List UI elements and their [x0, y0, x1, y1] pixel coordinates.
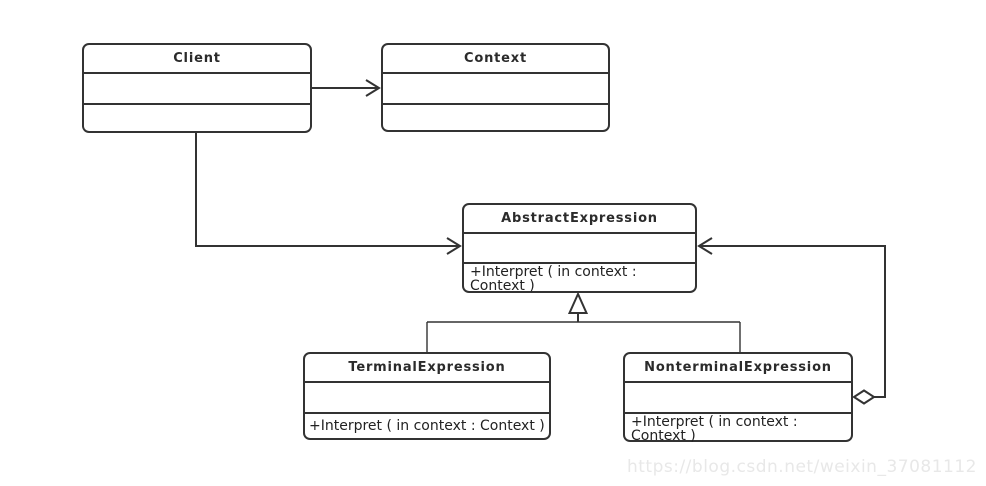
- class-context-name: Context: [464, 51, 527, 66]
- class-nonterminal-expression-methods-compartment: +Interpret ( in context : Context ): [625, 412, 851, 443]
- class-context-methods-compartment: [383, 103, 608, 130]
- hollow-triangle-icon: [567, 291, 589, 314]
- open-arrowhead-icon: [446, 237, 462, 255]
- association-client-to-context: [312, 79, 381, 97]
- association-line: [195, 132, 458, 247]
- hollow-diamond-icon: [852, 389, 876, 405]
- class-terminal-expression: TerminalExpression +Interpret ( in conte…: [303, 352, 551, 440]
- class-nonterminal-expression-name: NonterminalExpression: [644, 360, 832, 375]
- class-terminal-expression-name: TerminalExpression: [348, 360, 506, 375]
- association-client-to-abstractexpression: [195, 132, 462, 255]
- class-client: Client: [82, 43, 312, 133]
- aggregation-line: [701, 245, 886, 398]
- class-nonterminal-expression: NonterminalExpression +Interpret ( in co…: [623, 352, 853, 443]
- class-terminal-expression-methods-compartment: +Interpret ( in context : Context ): [305, 412, 549, 438]
- class-abstract-expression-attributes-compartment: [464, 232, 695, 262]
- generalization-links: [426, 291, 741, 353]
- class-abstract-expression-methods-compartment: +Interpret ( in context : Context ): [464, 262, 695, 293]
- class-client-methods-compartment: [84, 103, 310, 131]
- aggregation-nonterminal-to-abstractexpression: [697, 237, 886, 405]
- class-context: Context: [381, 43, 610, 132]
- class-client-name: Client: [173, 51, 221, 66]
- class-client-attributes-compartment: [84, 72, 310, 103]
- watermark-url: https://blog.csdn.net/weixin_37081112: [626, 457, 977, 477]
- open-arrowhead-icon: [365, 79, 381, 97]
- class-terminal-expression-attributes-compartment: [305, 381, 549, 412]
- class-abstract-expression-name: AbstractExpression: [501, 211, 658, 226]
- open-arrowhead-icon: [697, 237, 713, 255]
- class-context-attributes-compartment: [383, 72, 608, 103]
- class-abstract-expression: AbstractExpression +Interpret ( in conte…: [462, 203, 697, 293]
- class-nonterminal-expression-attributes-compartment: [625, 381, 851, 412]
